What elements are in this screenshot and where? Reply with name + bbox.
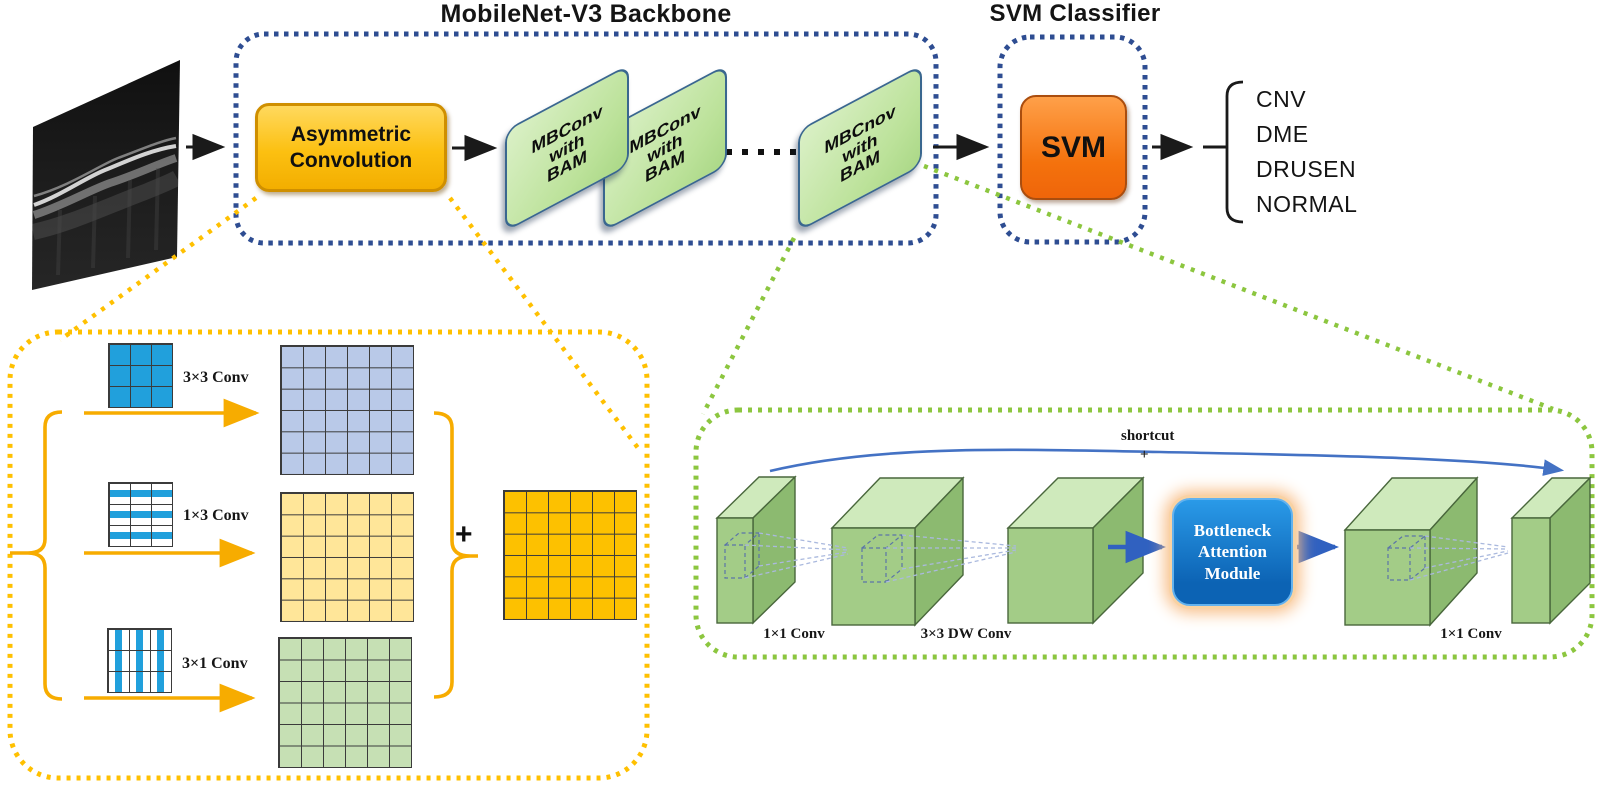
svm-dotted-border [997,34,1148,245]
gather-brace-right [433,411,478,699]
svm-box: SVM [1020,95,1127,200]
cuboid-1x1-conv-in [715,475,797,625]
output-bracket [1225,80,1244,224]
bottleneck-attention-module-box: Bottleneck Attention Module [1172,498,1293,606]
conv-label-3x3-dw: 3×3 DW Conv [920,626,1012,642]
svm-classifier-title: SVM Classifier [989,0,1161,27]
shortcut-plus-sign: + [1140,447,1149,463]
featuremap-sum-result [503,490,637,620]
yellow-zoom-line-right [448,196,640,450]
kernel-3x3 [108,343,173,408]
flow-arrows [186,133,1226,162]
backbone-title: MobileNet-V3 Backbone [440,0,732,28]
asym-detail-dotted-border [7,329,650,781]
asym-detail-lines [10,398,478,713]
backbone-dotted-border [233,31,939,246]
bam-detail-dotted-border [693,407,1595,660]
kernel-label-3x3: 3×3 Conv [183,369,249,386]
kernel-label-1x3: 1×3 Conv [183,507,249,524]
cuboid-expand [830,476,965,627]
featuremap-3x1-output [278,637,412,768]
shortcut-curve [769,448,1565,476]
output-class-normal: NORMAL [1256,191,1358,217]
mbconv-ellipsis-dots [726,149,796,155]
green-zoom-line-right [923,163,1554,412]
sum-plus-sign: + [455,518,473,551]
oct-input-image [32,60,180,290]
green-zoom-line-left [701,236,796,416]
conv-label-1x1-in: 1×1 Conv [763,626,825,642]
cuboid-1x1-conv-out [1510,476,1592,625]
output-class-list: CNV DME DRUSEN NORMAL [1256,82,1357,222]
featuremap-3x3-output [280,345,414,475]
shortcut-label: shortcut [1121,428,1175,444]
kernel-3x1 [107,628,172,693]
output-class-drusen: DRUSEN [1256,156,1357,182]
conv-label-1x1-out: 1×1 Conv [1440,626,1502,642]
asymmetric-convolution-box: Asymmetric Convolution [255,103,447,192]
yellow-zoom-line-left [58,196,258,342]
kernel-1x3 [108,482,173,547]
gather-brace-left [10,410,63,701]
receptive-field-cones [724,532,1509,583]
kernel-label-3x1: 3×1 Conv [182,655,248,672]
featuremap-1x3-output [280,492,414,622]
cuboid-after-bam [1343,476,1479,627]
output-class-cnv: CNV [1256,86,1307,112]
feature-cuboids [715,475,1592,627]
output-class-dme: DME [1256,121,1309,147]
cuboid-dwconv-out [1006,476,1145,625]
